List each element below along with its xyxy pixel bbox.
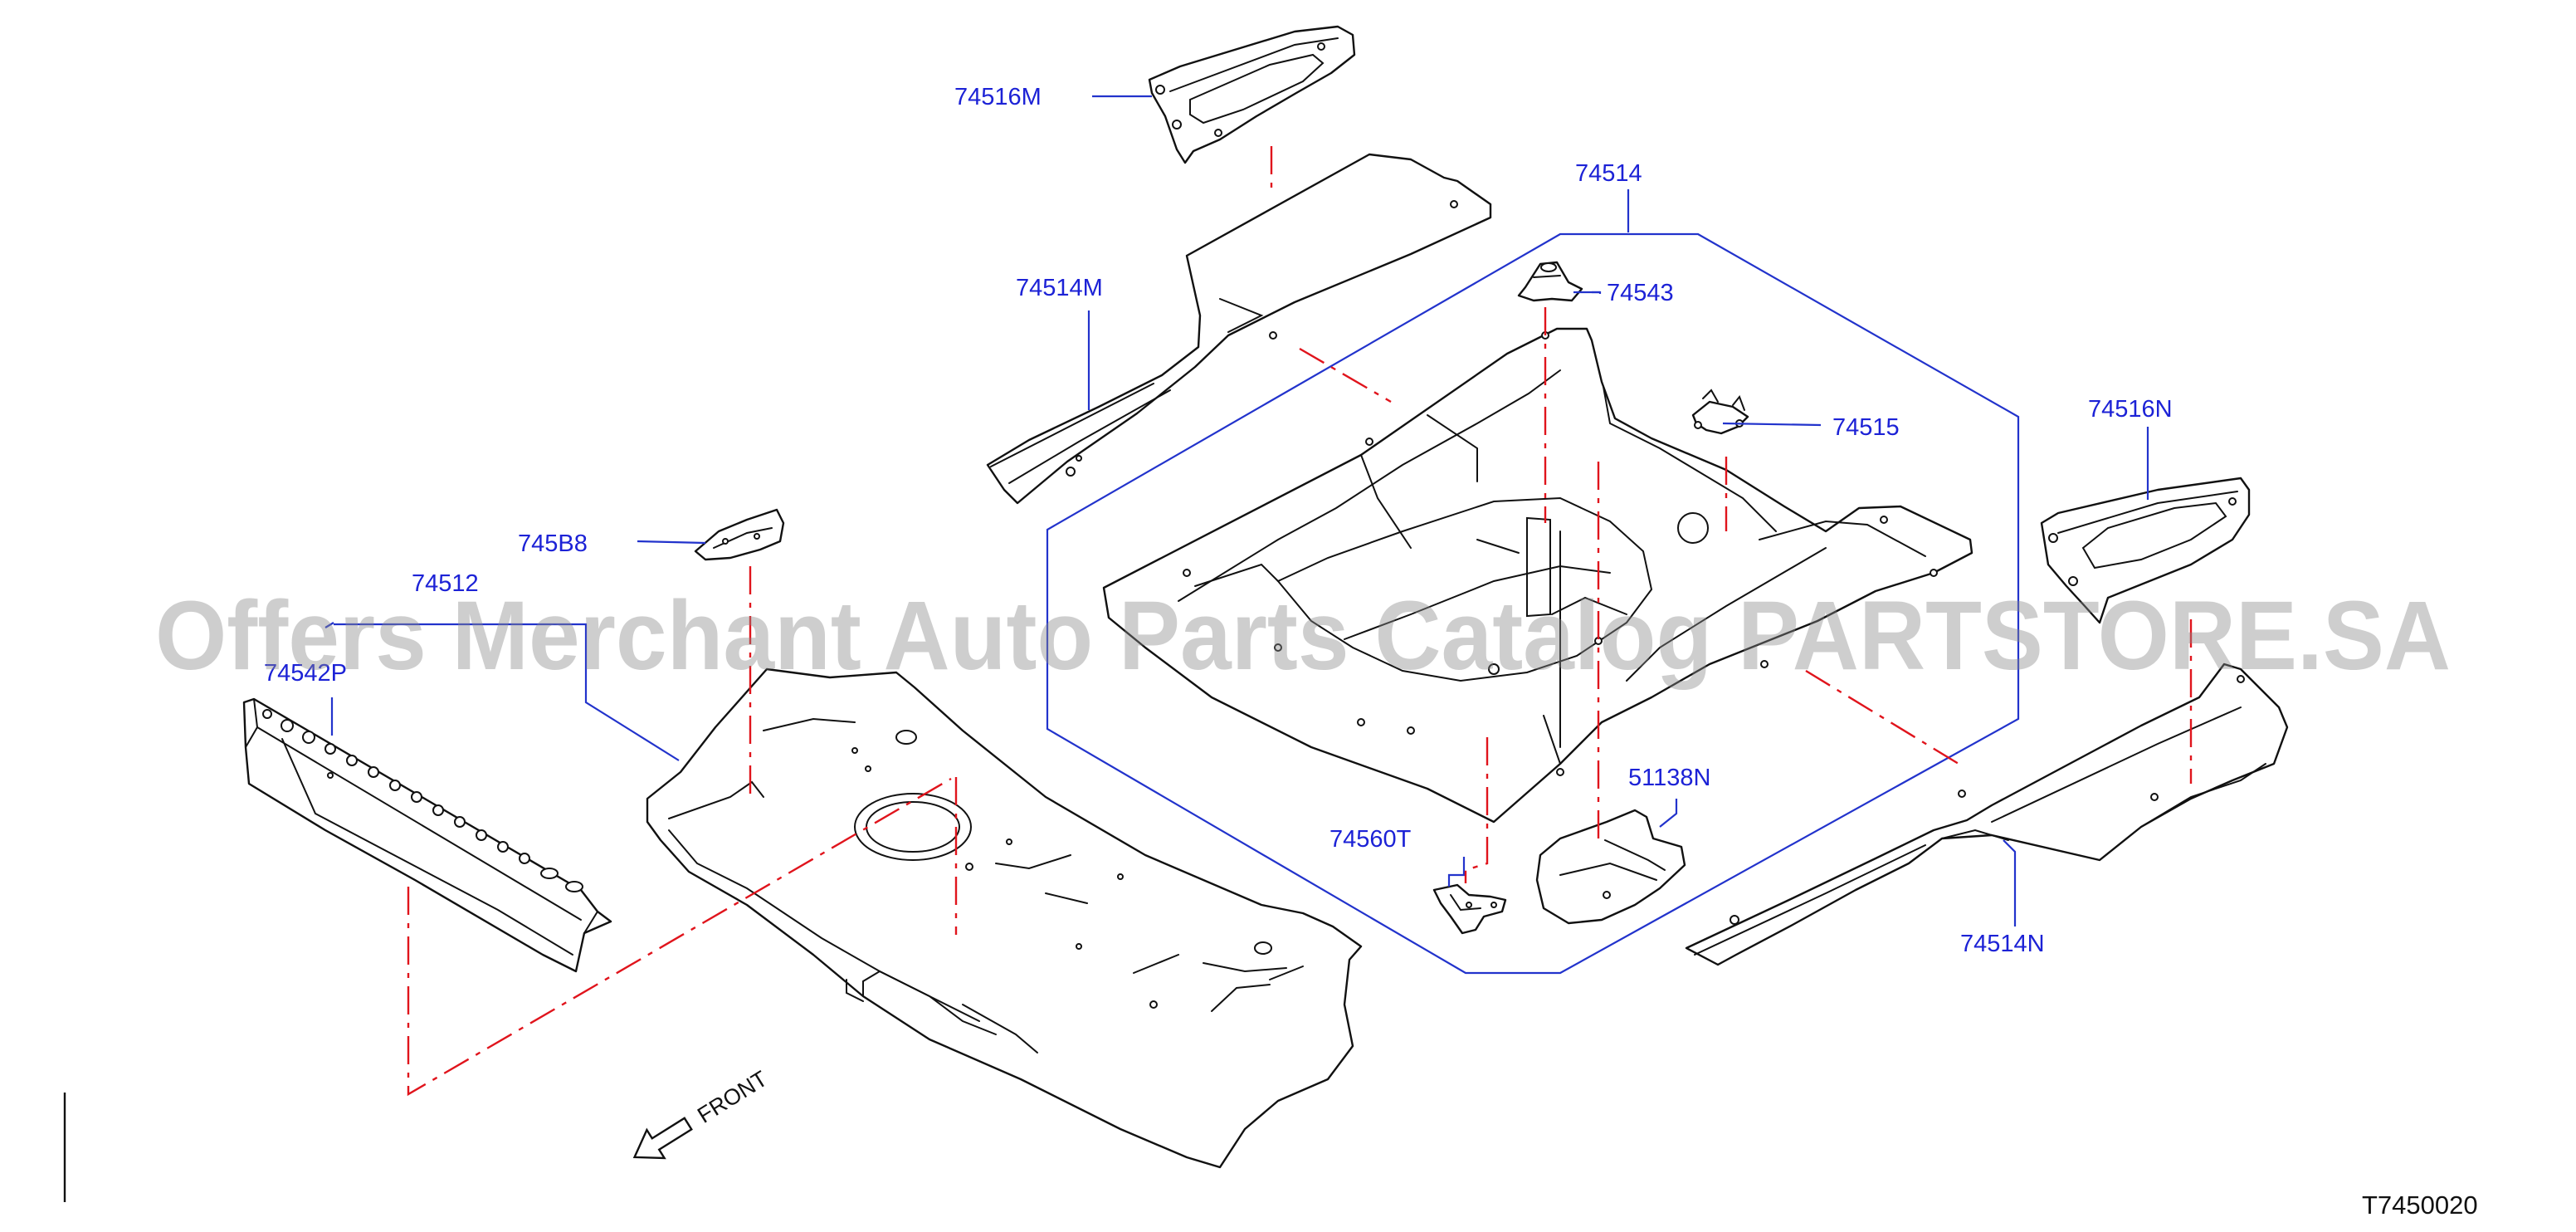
part-74542P-drawing: [242, 697, 612, 973]
part-74543-drawing: [1517, 261, 1583, 302]
part-74560T-drawing: [1432, 883, 1507, 935]
front-label: FRONT: [693, 1066, 772, 1128]
part-51138N-drawing: [1535, 809, 1686, 925]
label-74514N[interactable]: 74514N: [1960, 931, 2045, 957]
part-74516M-drawing: [1148, 25, 1356, 164]
label-74560T[interactable]: 74560T: [1329, 826, 1412, 853]
part-labels: 74516M 74514M 74514 74543 74515 74516N 7…: [264, 84, 2173, 957]
label-74543[interactable]: 74543: [1607, 280, 1674, 306]
label-74542P[interactable]: 74542P: [264, 660, 347, 687]
label-74514M[interactable]: 74514M: [1016, 275, 1103, 301]
assembly-group-outline: [1046, 232, 2020, 975]
part-74515-drawing: [1691, 389, 1749, 435]
label-74516N[interactable]: 74516N: [2088, 396, 2173, 423]
label-745B8[interactable]: 745B8: [518, 530, 588, 557]
part-74514-drawing: [1102, 327, 1973, 824]
label-74512[interactable]: 74512: [412, 570, 479, 597]
label-74515[interactable]: 74515: [1832, 414, 1900, 441]
part-74512-drawing: [646, 667, 1363, 1169]
label-74514[interactable]: 74514: [1575, 160, 1642, 187]
diagram-code: T7450020: [2362, 1190, 2478, 1220]
part-745B8-drawing: [694, 508, 785, 561]
assembly-center-lines: [407, 146, 2193, 1097]
label-74516M[interactable]: 74516M: [954, 84, 1042, 110]
part-74516N-drawing: [2040, 477, 2251, 624]
watermark: Offers Merchant Auto Parts Catalog PARTS…: [155, 581, 2451, 691]
leader-lines: [324, 95, 2149, 926]
part-74514N-drawing: [1685, 662, 2289, 966]
part-74514M-drawing: [986, 153, 1492, 505]
front-direction-arrow: FRONT: [632, 1066, 772, 1160]
label-51138N[interactable]: 51138N: [1628, 765, 1710, 791]
